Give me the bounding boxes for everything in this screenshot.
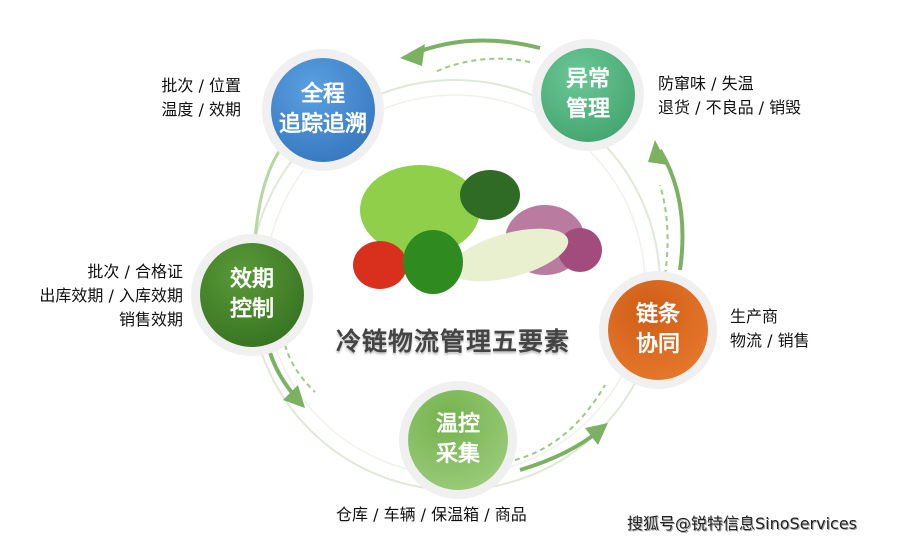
node-label: 链条 [635, 302, 680, 327]
chain-details: 生产商 物流 / 销售 [730, 305, 810, 353]
node-label: 采集 [435, 442, 480, 467]
node-chain: 链条 协同 [608, 280, 708, 380]
trace-details: 批次 / 位置 温度 / 效期 [161, 74, 241, 122]
temp-details: 仓库 / 车辆 / 保温箱 / 商品 [336, 503, 527, 527]
detail-line: 仓库 / 车辆 / 保温箱 / 商品 [336, 505, 527, 524]
detail-line: 出库效期 / 入库效期 [39, 286, 183, 305]
detail-line: 温度 / 效期 [161, 100, 241, 119]
detail-line: 批次 / 合格证 [87, 262, 183, 281]
arrow-bottom [519, 428, 602, 472]
vegetables-image [353, 165, 602, 294]
exception-details: 防窜味 / 失温 退货 / 不良品 / 销毁 [658, 72, 801, 120]
node-expiry: 效期 控制 [200, 243, 304, 347]
node-label: 异常 [565, 67, 610, 92]
expiry-details: 批次 / 合格证 出库效期 / 入库效期 销售效期 [39, 260, 183, 332]
diagram-title: 冷链物流管理五要素 [336, 327, 571, 356]
node-label: 控制 [229, 297, 274, 322]
node-label: 全程 [300, 82, 345, 107]
arrow-right [658, 148, 685, 271]
node-label: 温控 [435, 412, 480, 437]
arrow-top [409, 38, 541, 57]
node-temp: 温控 采集 [408, 390, 508, 490]
node-trace: 全程 追踪追溯 [271, 58, 375, 162]
node-label: 协同 [635, 332, 680, 357]
detail-line: 防窜味 / 失温 [658, 74, 754, 93]
detail-line: 销售效期 [118, 310, 183, 329]
node-label: 追踪追溯 [278, 112, 367, 137]
node-exception: 异常 管理 [541, 48, 635, 142]
detail-line: 退货 / 不良品 / 销毁 [658, 98, 802, 117]
node-label: 管理 [565, 97, 610, 122]
watermark: 搜狐号@锐特信息SinoServices [627, 514, 858, 533]
node-label: 效期 [229, 267, 274, 292]
detail-line: 生产商 [730, 307, 779, 326]
detail-line: 物流 / 销售 [730, 331, 810, 350]
detail-line: 批次 / 位置 [161, 76, 241, 95]
